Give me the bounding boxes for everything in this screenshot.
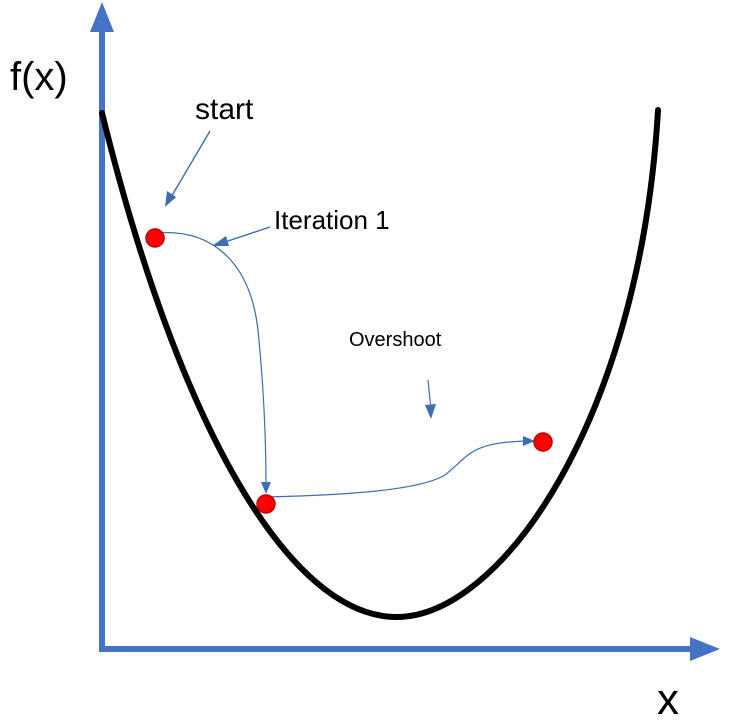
point-overshoot (533, 432, 553, 452)
point-start (145, 228, 165, 248)
iteration-1-step-arrow (154, 231, 267, 486)
start-pointer-arrow (166, 130, 211, 205)
overshoot-label: Overshoot (349, 329, 442, 351)
start-label: start (195, 93, 254, 126)
point-iteration-1 (256, 494, 276, 514)
overshoot-step-arrowhead (523, 436, 535, 446)
iteration-pointer-arrowhead (212, 236, 229, 246)
start-pointer-arrowhead (165, 191, 176, 207)
iteration-1-step-arrowhead (261, 482, 271, 494)
overshoot-step-arrow (265, 440, 526, 498)
x-axis-arrowhead (690, 637, 720, 661)
x-axis-label: x (657, 675, 679, 724)
y-axis-arrowhead (90, 2, 114, 32)
overshoot-pointer-arrowhead (425, 404, 436, 419)
y-axis-label: f(x) (10, 55, 68, 99)
iteration-label: Iteration 1 (274, 205, 390, 235)
function-curve (99, 107, 661, 621)
